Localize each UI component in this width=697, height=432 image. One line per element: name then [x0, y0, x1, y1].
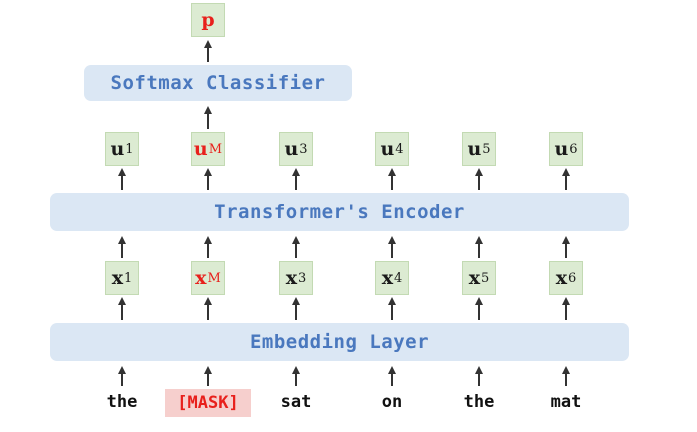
token-5: the — [463, 392, 495, 412]
embedding-layer: Embedding Layer — [50, 323, 629, 361]
transformer-encoder: Transformer's Encoder — [50, 193, 629, 231]
token-3: sat — [280, 392, 312, 412]
output-p: p — [191, 3, 225, 37]
token-4: on — [381, 392, 403, 412]
token-1: the — [106, 392, 138, 412]
token-2: [MASK] — [165, 389, 251, 417]
token-6: mat — [550, 392, 582, 412]
softmax-classifier: Softmax Classifier — [84, 65, 352, 101]
